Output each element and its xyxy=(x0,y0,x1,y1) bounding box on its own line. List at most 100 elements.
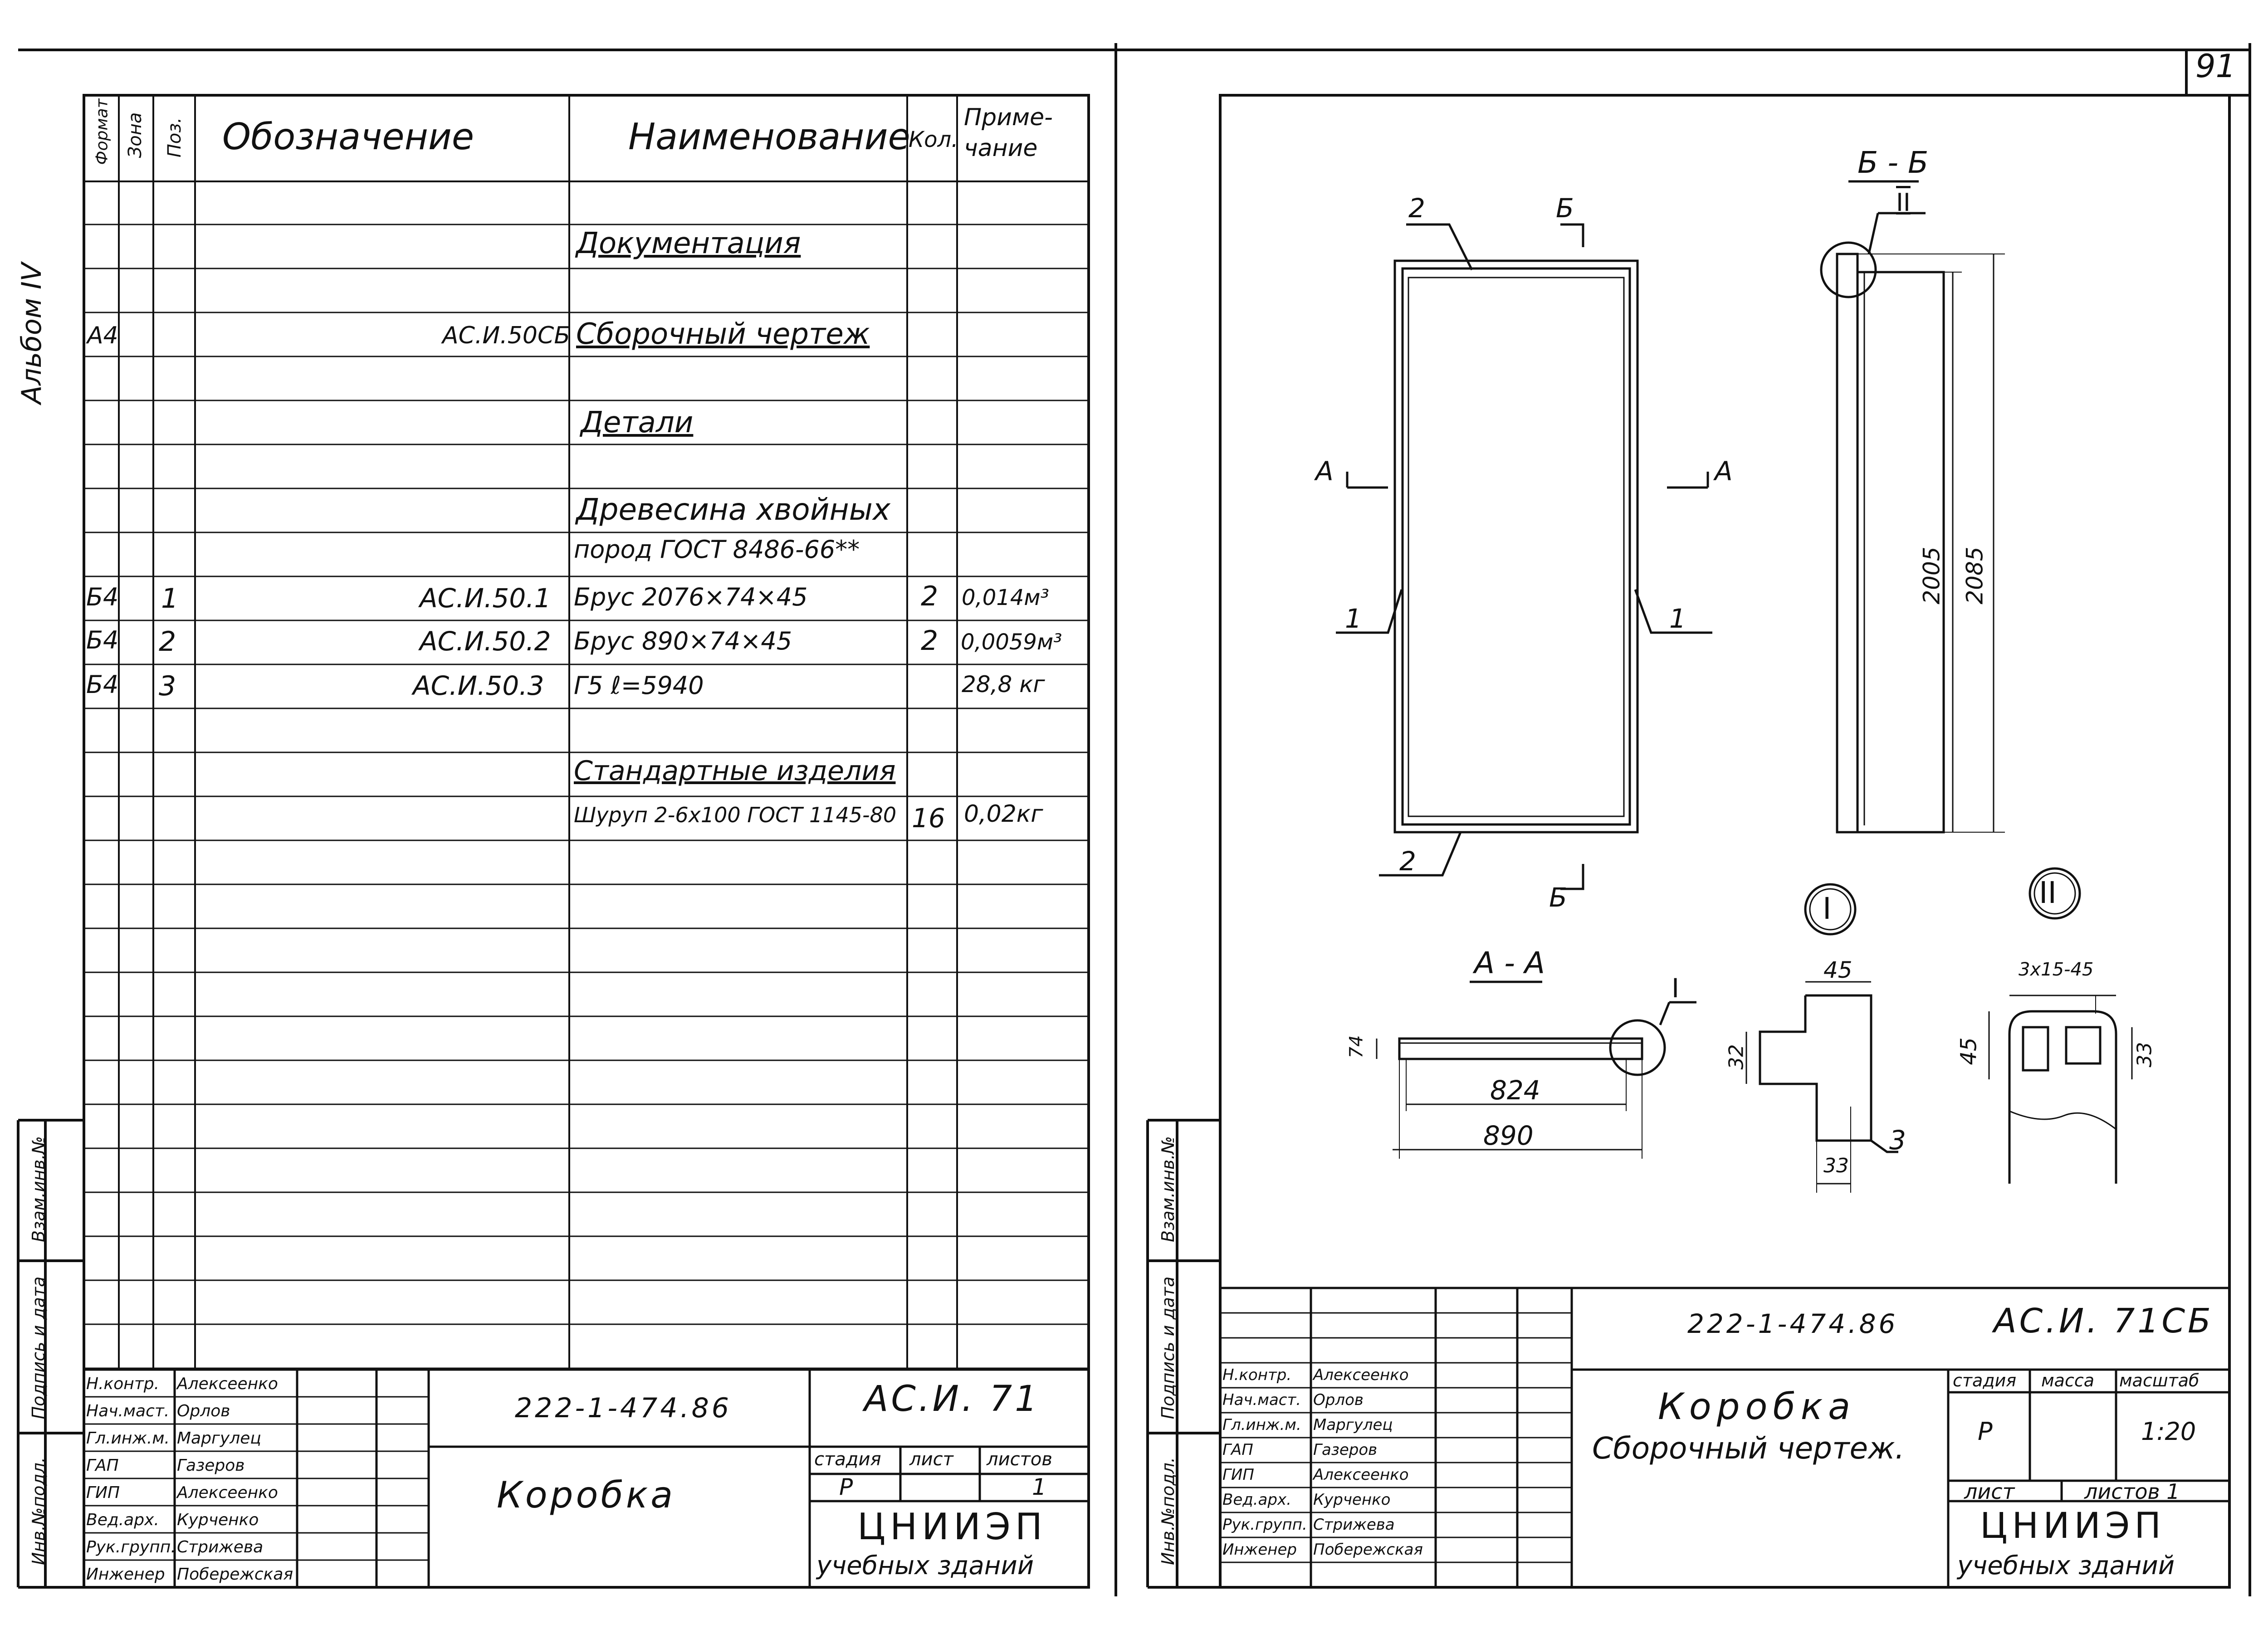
name: Побережская xyxy=(1313,1541,1423,1559)
header-qty: Кол. xyxy=(909,127,958,152)
role: Инженер xyxy=(86,1565,165,1584)
name: Газеров xyxy=(1313,1441,1378,1459)
spec-row-format: Б4 xyxy=(86,626,119,654)
side-stamp-sign-date: Подпись и дата xyxy=(1158,1276,1178,1419)
col-scale: масштаб xyxy=(2119,1371,2200,1390)
spec-row-designation: АС.И.50СБ xyxy=(442,322,570,349)
node-I xyxy=(1745,883,1898,1193)
spec-row-designation: АС.И.50.2 xyxy=(420,626,551,657)
sheet-title: Коробка xyxy=(1658,1385,1856,1428)
name: Орлов xyxy=(1313,1391,1364,1409)
cut-label: А xyxy=(1715,456,1733,487)
side-stamp-inv-orig: Инв.№подл. xyxy=(1158,1457,1178,1566)
dim-label: 45 xyxy=(1823,957,1853,983)
header-note: Приме-чание xyxy=(964,104,1053,162)
spec-row-note: 28,8 кг xyxy=(962,671,1045,697)
spec-row-qty: 16 xyxy=(912,803,945,834)
header-zone: Зона xyxy=(125,112,146,158)
album-label: Альбом IV xyxy=(16,263,48,404)
spec-row-name: Брус 2076×74×45 xyxy=(574,583,808,611)
designation: АС.И. 71СБ xyxy=(1994,1302,2214,1341)
spec-row-name: Брус 890×74×45 xyxy=(574,627,792,655)
dim-label: 2005 xyxy=(1918,546,1945,605)
role: ГАП xyxy=(1222,1441,1253,1459)
sheets-label: листов 1 xyxy=(2084,1479,2180,1504)
org-name: ЦНИИЭП xyxy=(1980,1506,2166,1546)
spec-row-name: Стандартные изделия xyxy=(574,755,896,787)
role: ГИП xyxy=(86,1483,120,1502)
callout: 2 xyxy=(1399,846,1416,877)
scale-value: 1:20 xyxy=(2141,1417,2196,1446)
spec-row-format: Б4 xyxy=(86,670,119,699)
spec-row-name: Г5 ℓ=5940 xyxy=(574,671,704,700)
spec-row-qty: 2 xyxy=(921,580,938,612)
sheet-label: лист xyxy=(1964,1479,2015,1504)
cut-label: Б xyxy=(1549,882,1567,913)
role: Рук.групп. xyxy=(86,1538,176,1556)
spec-row-pos: 3 xyxy=(159,670,176,702)
dim-label: 2085 xyxy=(1961,546,1988,605)
spec-row-name: Древесина хвойных xyxy=(576,492,890,527)
side-stamp-inv-orig: Инв.№подл. xyxy=(29,1457,49,1566)
node-label: II xyxy=(1896,188,1911,217)
header-pos: Поз. xyxy=(164,117,185,158)
dim-label: 824 xyxy=(1490,1075,1540,1106)
spec-row-note: 0,014м³ xyxy=(962,585,1049,610)
role: Гл.инж.м. xyxy=(86,1429,170,1448)
col-stage: стадия xyxy=(814,1449,881,1470)
dim-label: 3х15-45 xyxy=(2019,959,2094,980)
spec-row-designation: АС.И.50.1 xyxy=(420,583,551,614)
callout: 2 xyxy=(1408,193,1425,224)
spec-row-designation: АС.И.50.3 xyxy=(413,670,544,701)
spec-row-note: 0,0059м³ xyxy=(961,629,1062,655)
spec-row-note: 0,02кг xyxy=(964,800,1043,828)
stage-value: Р xyxy=(1978,1417,1993,1446)
dim-label: 33 xyxy=(1823,1154,1849,1177)
role: ГАП xyxy=(86,1456,119,1475)
doc-number: 222-1-474.86 xyxy=(1687,1308,1898,1339)
name: Газеров xyxy=(177,1456,245,1475)
name: Алексеенко xyxy=(177,1483,278,1502)
sheets-value: 1 xyxy=(1032,1474,1046,1500)
name: Побережская xyxy=(177,1565,293,1584)
spec-row-qty: 2 xyxy=(921,625,938,657)
spec-row-format: Б4 xyxy=(86,583,119,611)
sheet-subtitle: Сборочный чертеж. xyxy=(1592,1431,1905,1466)
dim-label: 890 xyxy=(1483,1120,1534,1151)
col-mass: масса xyxy=(2041,1371,2095,1390)
org-name: ЦНИИЭП xyxy=(857,1506,1047,1548)
name: Маргулец xyxy=(1313,1416,1393,1434)
col-sheets: листов xyxy=(987,1449,1052,1470)
col-stage: стадия xyxy=(1953,1371,2017,1390)
section-label: Б - Б xyxy=(1857,145,1929,180)
dim-label: 33 xyxy=(2133,1042,2156,1068)
callout: 1 xyxy=(1345,603,1362,634)
org-name-sub: учебных зданий xyxy=(1957,1551,2175,1580)
spec-row-pos: 2 xyxy=(159,626,176,658)
section-aa xyxy=(1376,980,1696,1159)
name: Курченко xyxy=(1313,1491,1391,1509)
spec-row-format: А4 xyxy=(87,322,118,349)
side-stamp-sign-date: Подпись и дата xyxy=(29,1276,49,1419)
page-number: 91 xyxy=(2195,48,2236,85)
cut-label: Б xyxy=(1556,193,1574,224)
side-stamp-replace-inv: Взам.инв.№ xyxy=(1158,1136,1178,1242)
name: Курченко xyxy=(177,1511,259,1529)
role: Н.контр. xyxy=(1222,1366,1292,1384)
name: Стрижева xyxy=(1313,1516,1395,1534)
spec-row-name: Документация xyxy=(576,227,801,260)
header-name: Наименование xyxy=(628,116,910,158)
name: Алексеенко xyxy=(1313,1466,1409,1484)
header-format: Формат xyxy=(93,98,112,165)
role: Инженер xyxy=(1222,1541,1297,1559)
designation: АС.И. 71 xyxy=(864,1379,1040,1419)
section-bb xyxy=(1820,180,2005,834)
dim-label: 74 xyxy=(1346,1035,1367,1058)
section-label: А - А xyxy=(1474,946,1545,980)
dim-label: 32 xyxy=(1725,1044,1748,1070)
name: Стрижева xyxy=(177,1538,264,1556)
role: Рук.групп. xyxy=(1222,1516,1307,1534)
spec-row-name: Детали xyxy=(581,406,694,439)
dim-label: 45 xyxy=(1956,1037,1982,1065)
